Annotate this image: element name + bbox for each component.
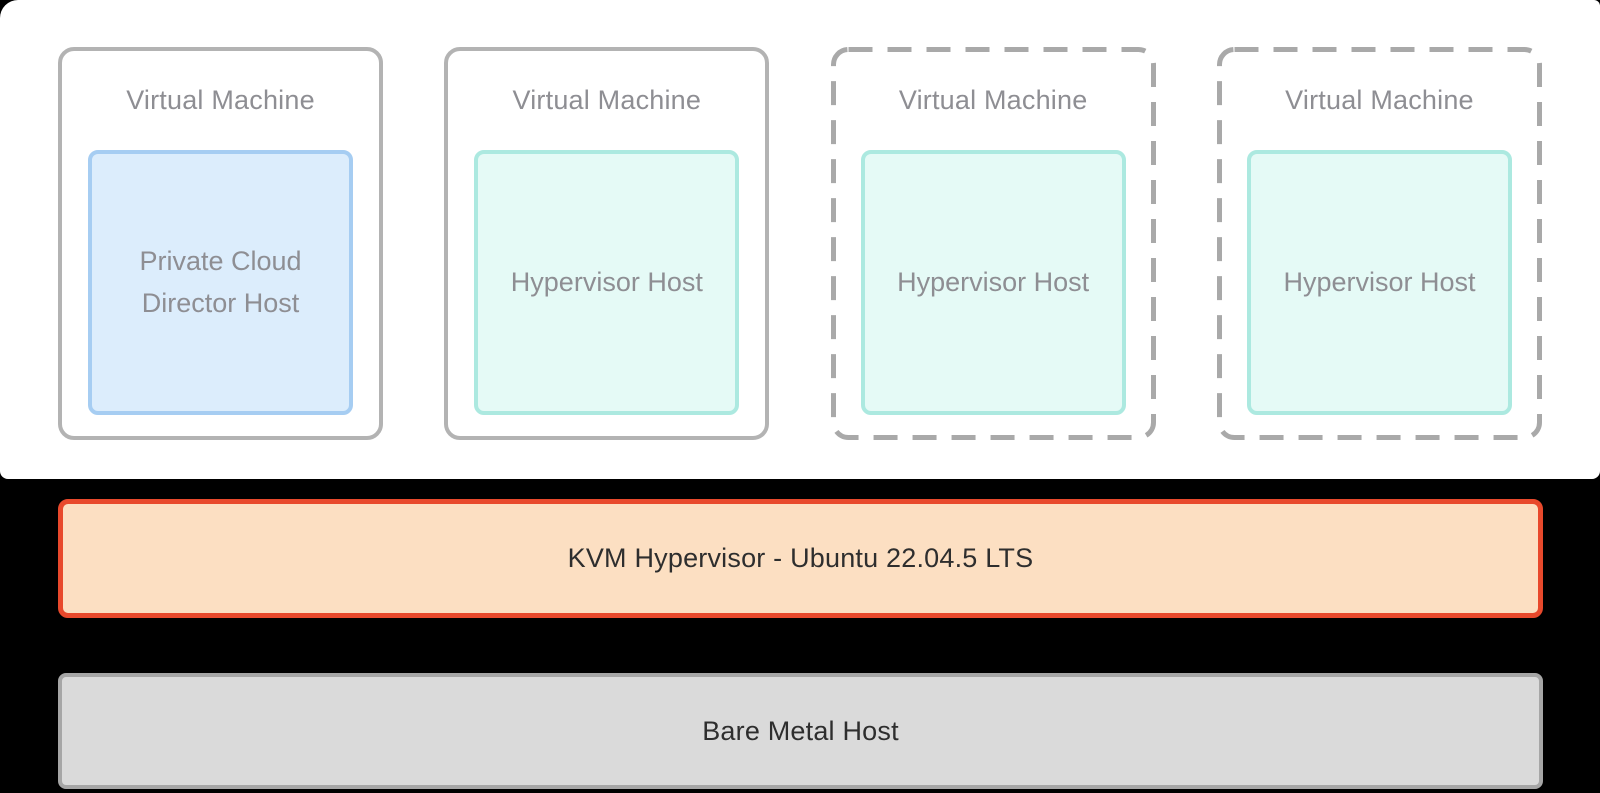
bare-metal-host-layer-bar: Bare Metal Host	[58, 673, 1543, 789]
kvm-hypervisor-layer-bar: KVM Hypervisor - Ubuntu 22.04.5 LTS	[58, 499, 1543, 618]
hypervisor-host-box: Hypervisor Host	[860, 150, 1126, 415]
vm-box-hypervisor-1: Virtual Machine Hypervisor Host	[444, 47, 770, 440]
vm-label: Virtual Machine	[512, 85, 702, 115]
vm-box-hypervisor-2: Virtual Machine Hypervisor Host	[830, 47, 1156, 440]
private-cloud-director-host-box: Private Cloud Director Host	[88, 150, 353, 415]
vm-label: Virtual Machine	[126, 85, 315, 115]
vm-label: Virtual Machine	[1285, 85, 1474, 115]
vm-label: Virtual Machine	[898, 85, 1088, 115]
vm-box-pcd: Virtual Machine Private Cloud Director H…	[58, 47, 383, 440]
virtual-machines-layer: Virtual Machine Private Cloud Director H…	[0, 0, 1600, 479]
hypervisor-host-box: Hypervisor Host	[474, 150, 740, 415]
vm-box-hypervisor-3: Virtual Machine Hypervisor Host	[1216, 47, 1542, 440]
hypervisor-host-box: Hypervisor Host	[1246, 150, 1512, 415]
